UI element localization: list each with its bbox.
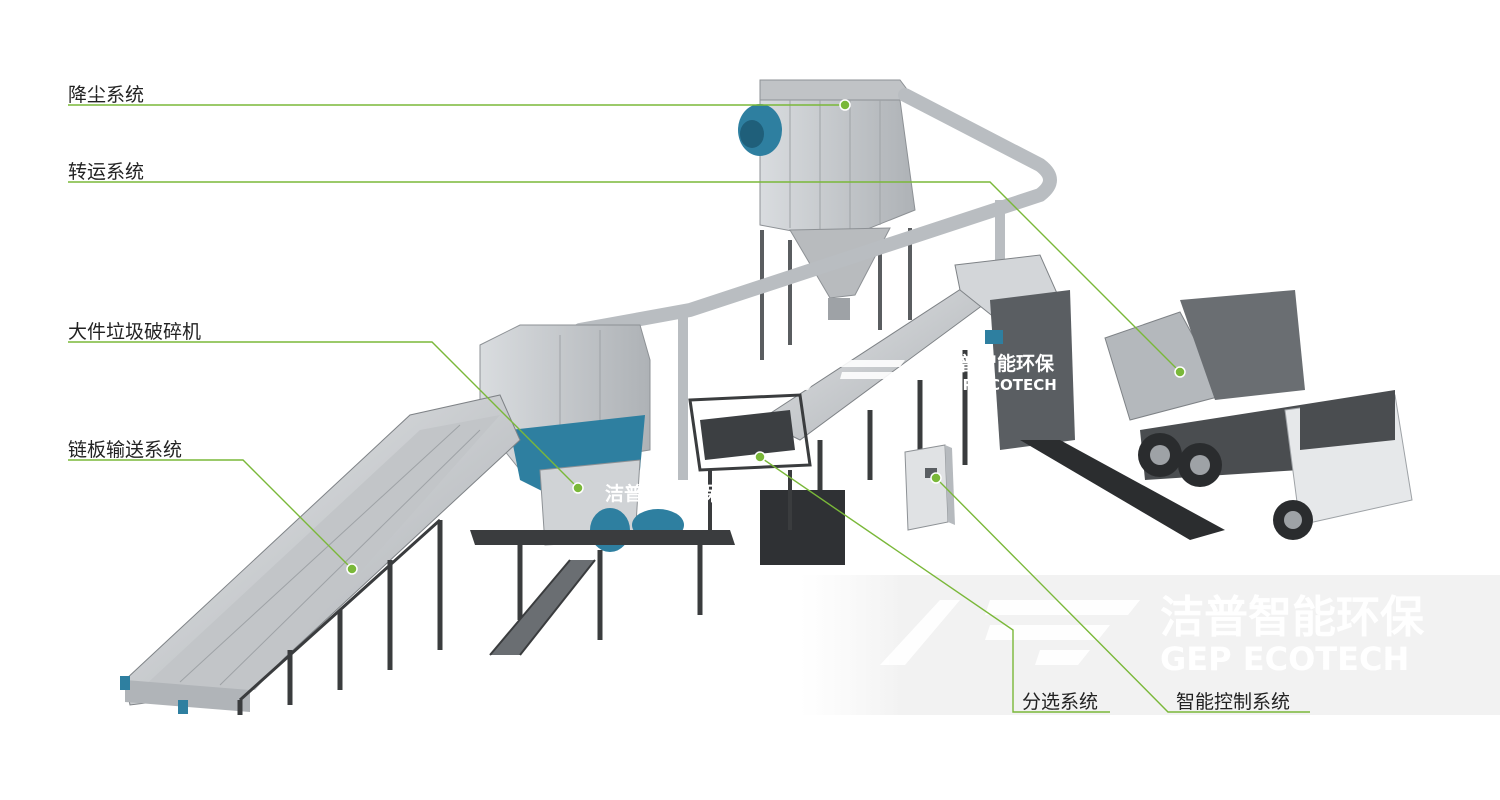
watermark-brand-cn: 洁普智能环保 — [1160, 592, 1425, 643]
watermark-logo-large — [880, 600, 1140, 665]
leader-sorting — [759, 456, 1110, 713]
dust-collector — [738, 79, 916, 360]
leader-shredder — [68, 341, 579, 489]
watermark-logo-small — [795, 360, 905, 390]
watermark-logo-tiny — [460, 490, 540, 510]
label-dust-system: 降尘系统 — [68, 84, 145, 106]
sorting-unit — [688, 393, 845, 565]
output-belt — [1020, 440, 1225, 540]
leader-lines — [68, 104, 1310, 713]
watermark-tiny-brand-cn: 洁普智能环保 — [605, 482, 720, 505]
transfer-conveyor — [758, 254, 1075, 490]
watermark-small-brand-cn: 洁普智能环保 — [940, 352, 1055, 375]
label-chain-conveyor: 链板输送系统 — [68, 439, 183, 461]
label-shredder: 大件垃圾破碎机 — [68, 321, 202, 343]
label-sorting-system: 分选系统 — [1022, 691, 1099, 713]
watermark-small-brand-en: GEP ECOTECH — [940, 376, 1057, 394]
label-transfer-system: 转运系统 — [68, 161, 145, 183]
garbage-truck — [1104, 290, 1413, 540]
leader-dots — [346, 99, 1186, 575]
chain-plate-conveyor — [120, 394, 521, 715]
leader-transfer — [68, 181, 1181, 373]
label-control-system: 智能控制系统 — [1176, 691, 1291, 713]
leader-control — [935, 477, 1310, 713]
shredder-machine — [470, 324, 735, 656]
watermark-brand-en: GEP ECOTECH — [1160, 640, 1409, 678]
leader-chain — [68, 459, 353, 570]
control-cabinet — [904, 444, 955, 531]
